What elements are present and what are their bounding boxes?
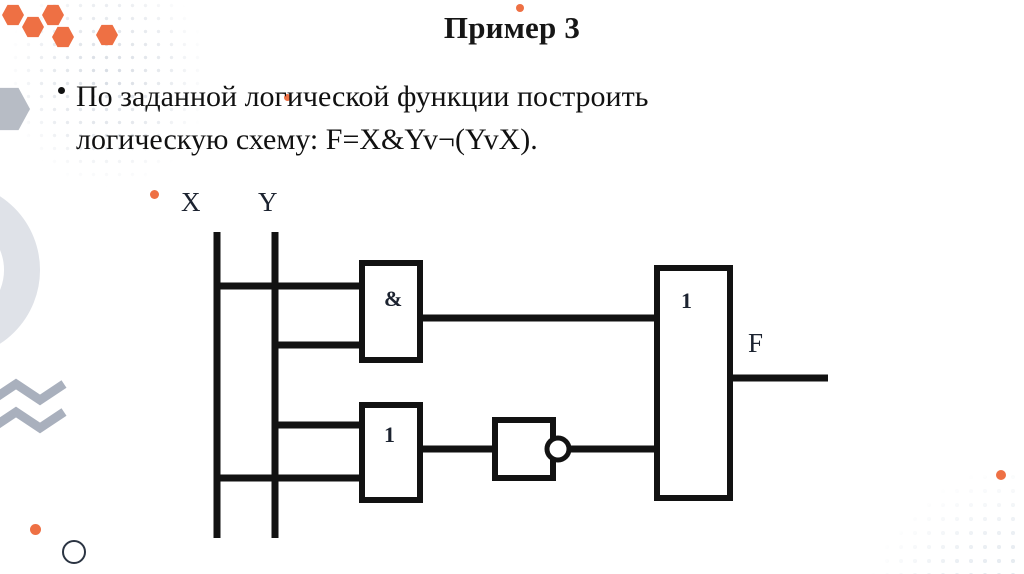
bullet-line-1: По заданной логической функции построить — [76, 80, 649, 113]
input-label-x: X — [181, 187, 201, 217]
bullet-marker-icon — [58, 87, 65, 94]
not-gate-bubble-icon — [544, 435, 572, 463]
bullet-paragraph: По заданной логической функции построить… — [52, 76, 972, 161]
or-gate-lower-box — [359, 402, 423, 503]
output-label-f: F — [748, 328, 764, 358]
bullet-line-2: логическую схему: F=X&Yv¬(YvX). — [76, 122, 538, 156]
or-gate-lower-symbol: 1 — [384, 422, 395, 447]
slide-title: Пример 3 — [443, 10, 581, 45]
bullet-text-body: По заданной логической функции построить… — [76, 76, 972, 161]
and-gate-symbol: & — [384, 286, 403, 311]
and-gate-box — [359, 260, 423, 363]
not-gate-box — [492, 417, 556, 481]
or-gate-output-box — [654, 265, 733, 501]
or-gate-output-symbol: 1 — [681, 288, 692, 313]
input-label-y: Y — [258, 187, 278, 217]
